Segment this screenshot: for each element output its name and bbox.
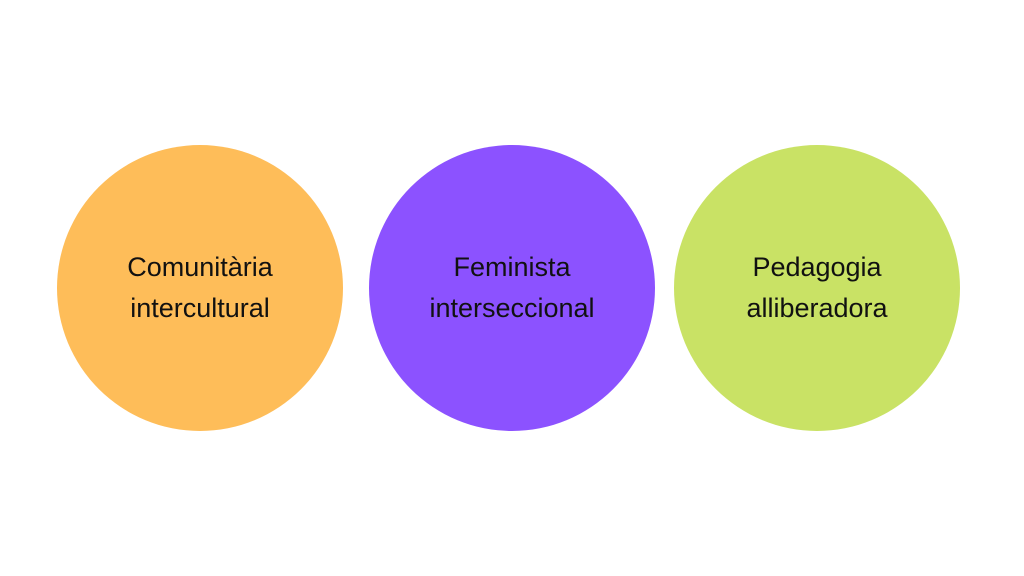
circle-pedagogia-alliberadora: Pedagogia alliberadora <box>674 145 960 431</box>
circle-label-line: interseccional <box>429 293 595 323</box>
circle-label-line: Comunitària <box>127 252 273 282</box>
circle-feminista-interseccional: Feminista interseccional <box>369 145 655 431</box>
circle-label-line: intercultural <box>130 293 270 323</box>
circle-label-line: Feminista <box>453 252 571 282</box>
circle-label-line: Pedagogia <box>752 252 882 282</box>
circle-comunitaria-intercultural: Comunitària intercultural <box>57 145 343 431</box>
circle-label-line: alliberadora <box>746 293 888 323</box>
